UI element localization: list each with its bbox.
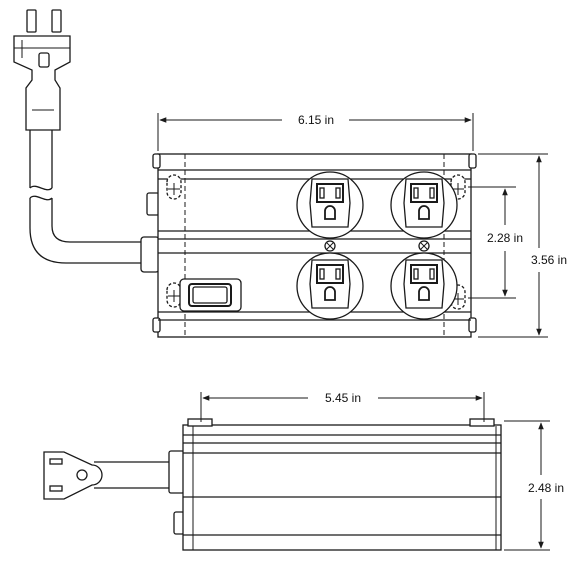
mount-slot-icon xyxy=(166,174,182,200)
dim-inner-height: 2.28 in xyxy=(468,186,523,299)
dim-label-side-height: 2.48 in xyxy=(528,481,564,495)
outlet-icon xyxy=(390,171,458,239)
outlet-icon xyxy=(296,171,364,239)
outlet-icon xyxy=(390,252,458,320)
screw-icon xyxy=(418,240,430,252)
outlet-icon xyxy=(296,252,364,320)
dim-top-width: 6.15 in xyxy=(157,113,474,151)
screw-icon xyxy=(324,240,336,252)
cord-grommet xyxy=(168,450,185,494)
dim-side-width: 5.45 in xyxy=(200,391,485,422)
top-view: 6.15 in 2.28 in 3.56 in xyxy=(13,9,567,338)
dim-side-height: 2.48 in xyxy=(504,420,564,551)
dim-label-top-width: 6.15 in xyxy=(298,113,334,127)
cord-grommet xyxy=(140,236,160,273)
dim-overall-height: 3.56 in xyxy=(478,153,567,338)
dim-label-overall-height: 3.56 in xyxy=(531,253,567,267)
side-bump xyxy=(146,192,160,216)
power-switch-icon xyxy=(179,278,242,312)
side-view: 5.45 in 2.48 in xyxy=(43,391,564,551)
mount-slot-icon xyxy=(166,282,182,308)
plug-end-icon xyxy=(43,451,170,500)
dim-label-side-width: 5.45 in xyxy=(325,391,361,405)
dim-label-inner-height: 2.28 in xyxy=(487,231,523,245)
power-cord xyxy=(29,130,142,264)
strip-side-body xyxy=(182,418,502,551)
plug-icon xyxy=(13,9,71,131)
